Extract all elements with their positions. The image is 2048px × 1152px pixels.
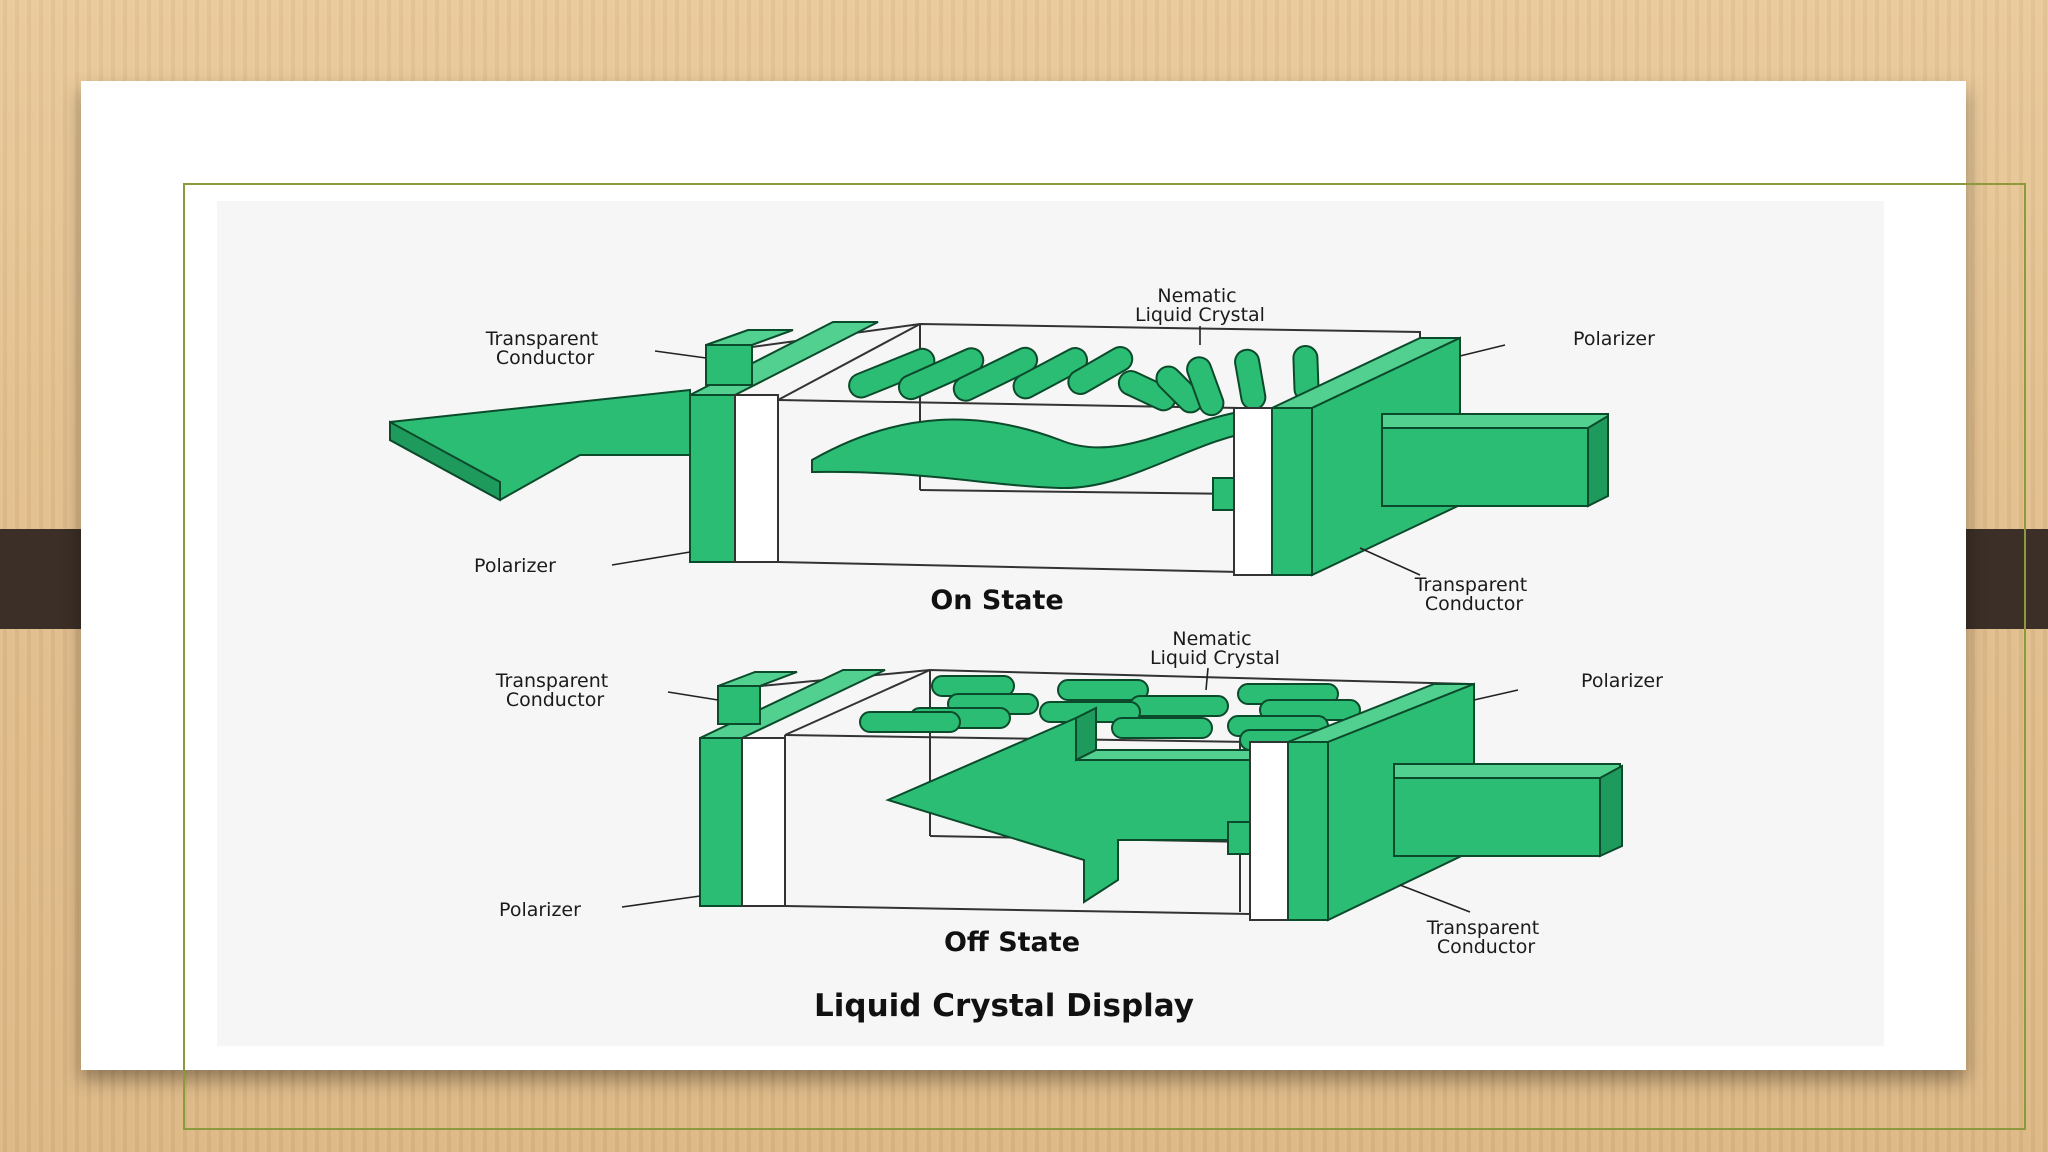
on-state-caption: On State bbox=[930, 585, 1063, 616]
on-incoming-light-arrow bbox=[389, 388, 691, 502]
on-label-nematic-liquid-crystal: Nematic Liquid Crystal bbox=[1135, 285, 1265, 326]
off-incoming-light-block bbox=[1393, 777, 1601, 857]
off-liquid-crystal-rods bbox=[859, 675, 1361, 751]
on-state-diagram: Transparent Conductor Nematic Liquid Cry… bbox=[389, 285, 1655, 616]
on-label-transparent-conductor-bottom: Transparent Conductor bbox=[1414, 574, 1534, 615]
on-left-conductor-front bbox=[705, 344, 753, 386]
off-left-polarizer bbox=[699, 737, 743, 907]
off-label-transparent-conductor-top: Transparent Conductor bbox=[495, 670, 615, 711]
on-outgoing-light-block bbox=[1381, 427, 1589, 507]
on-right-polarizer bbox=[1271, 407, 1313, 576]
off-state-diagram: Transparent Conductor Nematic Liquid Cry… bbox=[495, 628, 1663, 958]
off-leader-conductor-top bbox=[667, 691, 719, 701]
on-label-polarizer-right: Polarizer bbox=[1573, 328, 1655, 350]
on-left-glass bbox=[734, 394, 779, 563]
off-right-glass bbox=[1249, 741, 1289, 921]
off-incoming-light-side bbox=[1599, 764, 1623, 858]
on-right-glass bbox=[1233, 407, 1273, 576]
on-leader-conductor-top bbox=[654, 350, 707, 359]
on-label-transparent-conductor-top: Transparent Conductor bbox=[485, 328, 605, 369]
on-leader-polarizer-right bbox=[1459, 344, 1506, 357]
on-outgoing-light-side bbox=[1587, 414, 1609, 508]
off-leader-conductor-bottom bbox=[1399, 884, 1471, 913]
on-twisted-light-wave bbox=[811, 408, 1264, 490]
slide-frame bbox=[183, 183, 2026, 1130]
diagram-title: Liquid Crystal Display bbox=[814, 988, 1194, 1024]
off-left-conductor bbox=[717, 685, 761, 725]
off-label-polarizer-right: Polarizer bbox=[1581, 670, 1663, 692]
off-left-glass bbox=[741, 737, 786, 907]
off-right-polarizer bbox=[1287, 741, 1329, 921]
on-leader-polarizer-left bbox=[611, 551, 691, 566]
off-incoming-light-top bbox=[1393, 763, 1621, 779]
on-liquid-crystal-rods bbox=[848, 344, 1320, 417]
off-label-transparent-conductor-bottom: Transparent Conductor bbox=[1426, 917, 1546, 958]
on-left-polarizer bbox=[689, 394, 736, 563]
on-outgoing-light-top bbox=[1381, 413, 1609, 429]
on-incoming-arrow-side bbox=[389, 420, 501, 502]
off-state-caption: Off State bbox=[944, 927, 1080, 958]
off-leader-polarizer-left bbox=[621, 895, 701, 908]
on-leader-conductor-bottom bbox=[1359, 547, 1421, 576]
on-label-polarizer-left: Polarizer bbox=[474, 555, 556, 577]
off-leader-polarizer-right bbox=[1473, 689, 1519, 701]
figure-panel bbox=[217, 201, 1884, 1046]
off-leader-nematic bbox=[1205, 667, 1209, 691]
off-label-polarizer-left: Polarizer bbox=[499, 899, 581, 921]
off-label-nematic-liquid-crystal: Nematic Liquid Crystal bbox=[1150, 628, 1280, 669]
